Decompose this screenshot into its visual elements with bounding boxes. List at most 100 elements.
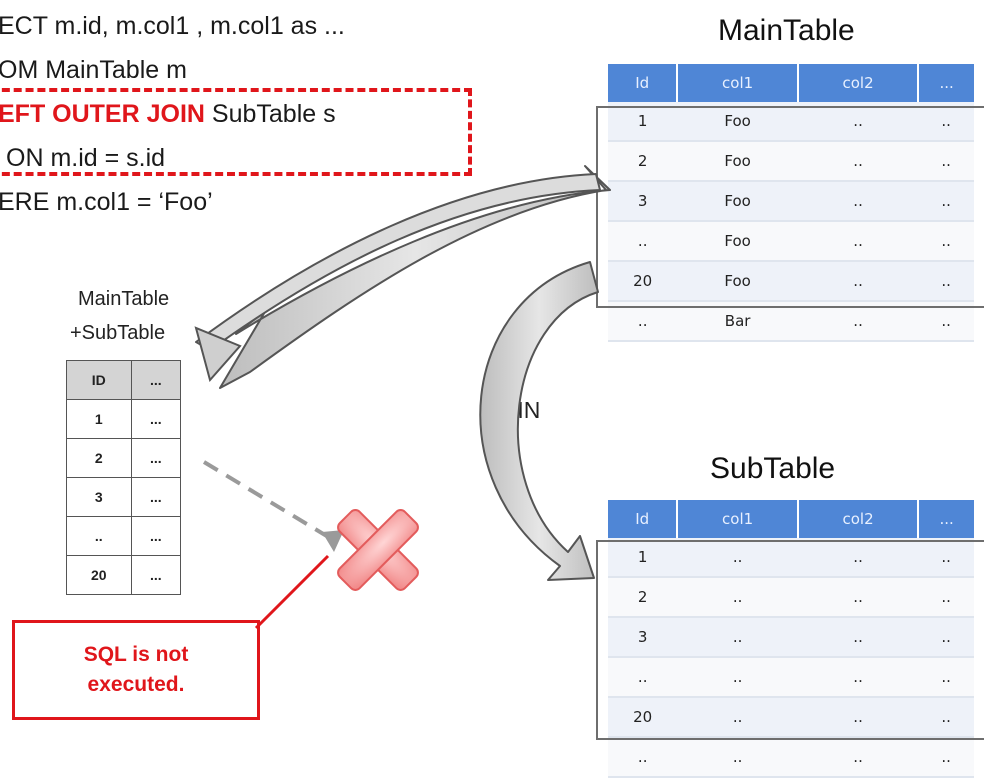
- sub-table-cell: ..: [918, 697, 974, 738]
- sql-from-line: OM MainTable m: [0, 56, 187, 84]
- x-mark-icon: [337, 509, 419, 591]
- main-table-cell: 3: [608, 181, 678, 222]
- main-table-cell: Foo: [677, 102, 798, 142]
- sub-table-header-cell: Id: [608, 500, 679, 538]
- result-table-row: 2...: [66, 438, 182, 478]
- sub-table-cell: 20: [608, 697, 678, 738]
- sub-table-row: 3......: [608, 617, 974, 658]
- main-table-cell: ..: [608, 221, 678, 262]
- sub-table-header-cell: col2: [797, 500, 920, 538]
- main-table-cell: 1: [608, 102, 678, 142]
- sub-table-cell: ..: [797, 617, 919, 658]
- sub-table-cell: ..: [677, 697, 798, 738]
- sub-table-row: 2......: [608, 577, 974, 618]
- main-table-row: ..Foo....: [608, 221, 974, 262]
- sub-table-cell: ..: [918, 617, 974, 658]
- main-table-header-cell: Id: [608, 64, 679, 102]
- main-table-cell: ..: [797, 221, 919, 262]
- main-table-cell: ..: [918, 141, 974, 182]
- sub-table-cell: ..: [677, 538, 798, 578]
- main-table-cell: Foo: [677, 261, 798, 302]
- result-table: ID... 1...2...3........20...: [66, 360, 182, 595]
- sql-on-line: ON m.id = s.id: [6, 144, 166, 172]
- sql-where-line: ERE m.col1 = ‘Foo’: [0, 188, 213, 216]
- result-table-header-cell: ...: [130, 360, 182, 400]
- sub-table-cell: 1: [608, 538, 678, 578]
- sub-table-cell: ..: [608, 657, 678, 698]
- main-table-cell: 2: [608, 141, 678, 182]
- result-table-cell: ...: [130, 438, 182, 478]
- main-table-header-cell: col1: [677, 64, 799, 102]
- result-table-cell: 1: [66, 399, 132, 439]
- sub-table-cell: ..: [918, 577, 974, 618]
- result-table-header-cell: ID: [66, 360, 132, 400]
- main-table-cell: ..: [918, 261, 974, 302]
- main-table-header-cell: ...: [918, 64, 974, 102]
- result-table-cell: 3: [66, 477, 132, 517]
- dashed-connector-head: [322, 530, 344, 552]
- sql-join-line: EFT OUTER JOIN SubTable s: [0, 100, 336, 129]
- result-table-row: .....: [66, 516, 182, 556]
- sub-table-row: ........: [608, 657, 974, 698]
- sub-table-cell: ..: [677, 577, 798, 618]
- main-table-header-cell: col2: [797, 64, 920, 102]
- sub-table-cell: ..: [797, 657, 919, 698]
- main-table-cell: ..: [918, 221, 974, 262]
- sql-select-line: ECT m.id, m.col1 , m.col1 as ...: [0, 12, 345, 40]
- sub-table-cell: ..: [677, 657, 798, 698]
- main-table-cell: ..: [797, 102, 919, 142]
- sql-join-keyword: EFT OUTER JOIN: [0, 100, 205, 128]
- sub-table-cell: ..: [797, 697, 919, 738]
- sub-table-cell: 2: [608, 577, 678, 618]
- sub-table-row: 20......: [608, 697, 974, 738]
- sub-table-cell: ..: [918, 538, 974, 578]
- main-to-result-arrowhead: [194, 326, 242, 383]
- sub-table-header-cell: col1: [677, 500, 799, 538]
- main-table-cell: ..: [797, 181, 919, 222]
- sql-not-executed-callout: SQL is not executed.: [12, 620, 260, 720]
- sub-table-title: SubTable: [710, 452, 836, 485]
- main-table-selection-frame: [596, 106, 984, 308]
- main-table-cell: ..: [797, 261, 919, 302]
- result-label-main: MainTable: [78, 288, 170, 310]
- join-curved-arrow: [479, 261, 599, 581]
- result-label-sub: +SubTable: [70, 322, 166, 344]
- sql-join-table: SubTable s: [204, 100, 336, 128]
- result-table-cell: ...: [130, 399, 182, 439]
- result-table-cell: ...: [130, 516, 182, 556]
- sub-table-cell: 3: [608, 617, 678, 658]
- result-table-cell: 2: [66, 438, 132, 478]
- main-table-cell: ..: [797, 141, 919, 182]
- main-table-cell: 20: [608, 261, 678, 302]
- main-table-cell: ..: [918, 181, 974, 222]
- main-table-cell: Foo: [677, 181, 798, 222]
- result-table-cell: ...: [130, 477, 182, 517]
- callout-leader-line: [254, 554, 330, 630]
- result-table-row: 3...: [66, 477, 182, 517]
- sub-table-cell: ..: [918, 657, 974, 698]
- callout-text: SQL is not executed.: [83, 642, 189, 696]
- sub-table-cell: ..: [797, 538, 919, 578]
- sub-table-cell: ..: [677, 617, 798, 658]
- main-table-title: MainTable: [718, 14, 855, 47]
- main-table-cell: ..: [918, 102, 974, 142]
- sub-table-cell: ..: [797, 577, 919, 618]
- sub-table-header-cell: ...: [918, 500, 974, 538]
- sub-table-selection-frame: [596, 540, 984, 740]
- result-table-cell: ...: [130, 555, 182, 595]
- main-to-result-arrow: [219, 165, 611, 389]
- main-table-cell: Foo: [677, 221, 798, 262]
- result-table-row: 1...: [66, 399, 182, 439]
- main-table-cell: Foo: [677, 141, 798, 182]
- result-table-cell: ..: [66, 516, 132, 556]
- sub-table-row: 1......: [608, 538, 974, 578]
- result-table-row: 20...: [66, 555, 182, 595]
- dashed-connector: [202, 460, 332, 540]
- join-clause-highlight: [0, 88, 472, 176]
